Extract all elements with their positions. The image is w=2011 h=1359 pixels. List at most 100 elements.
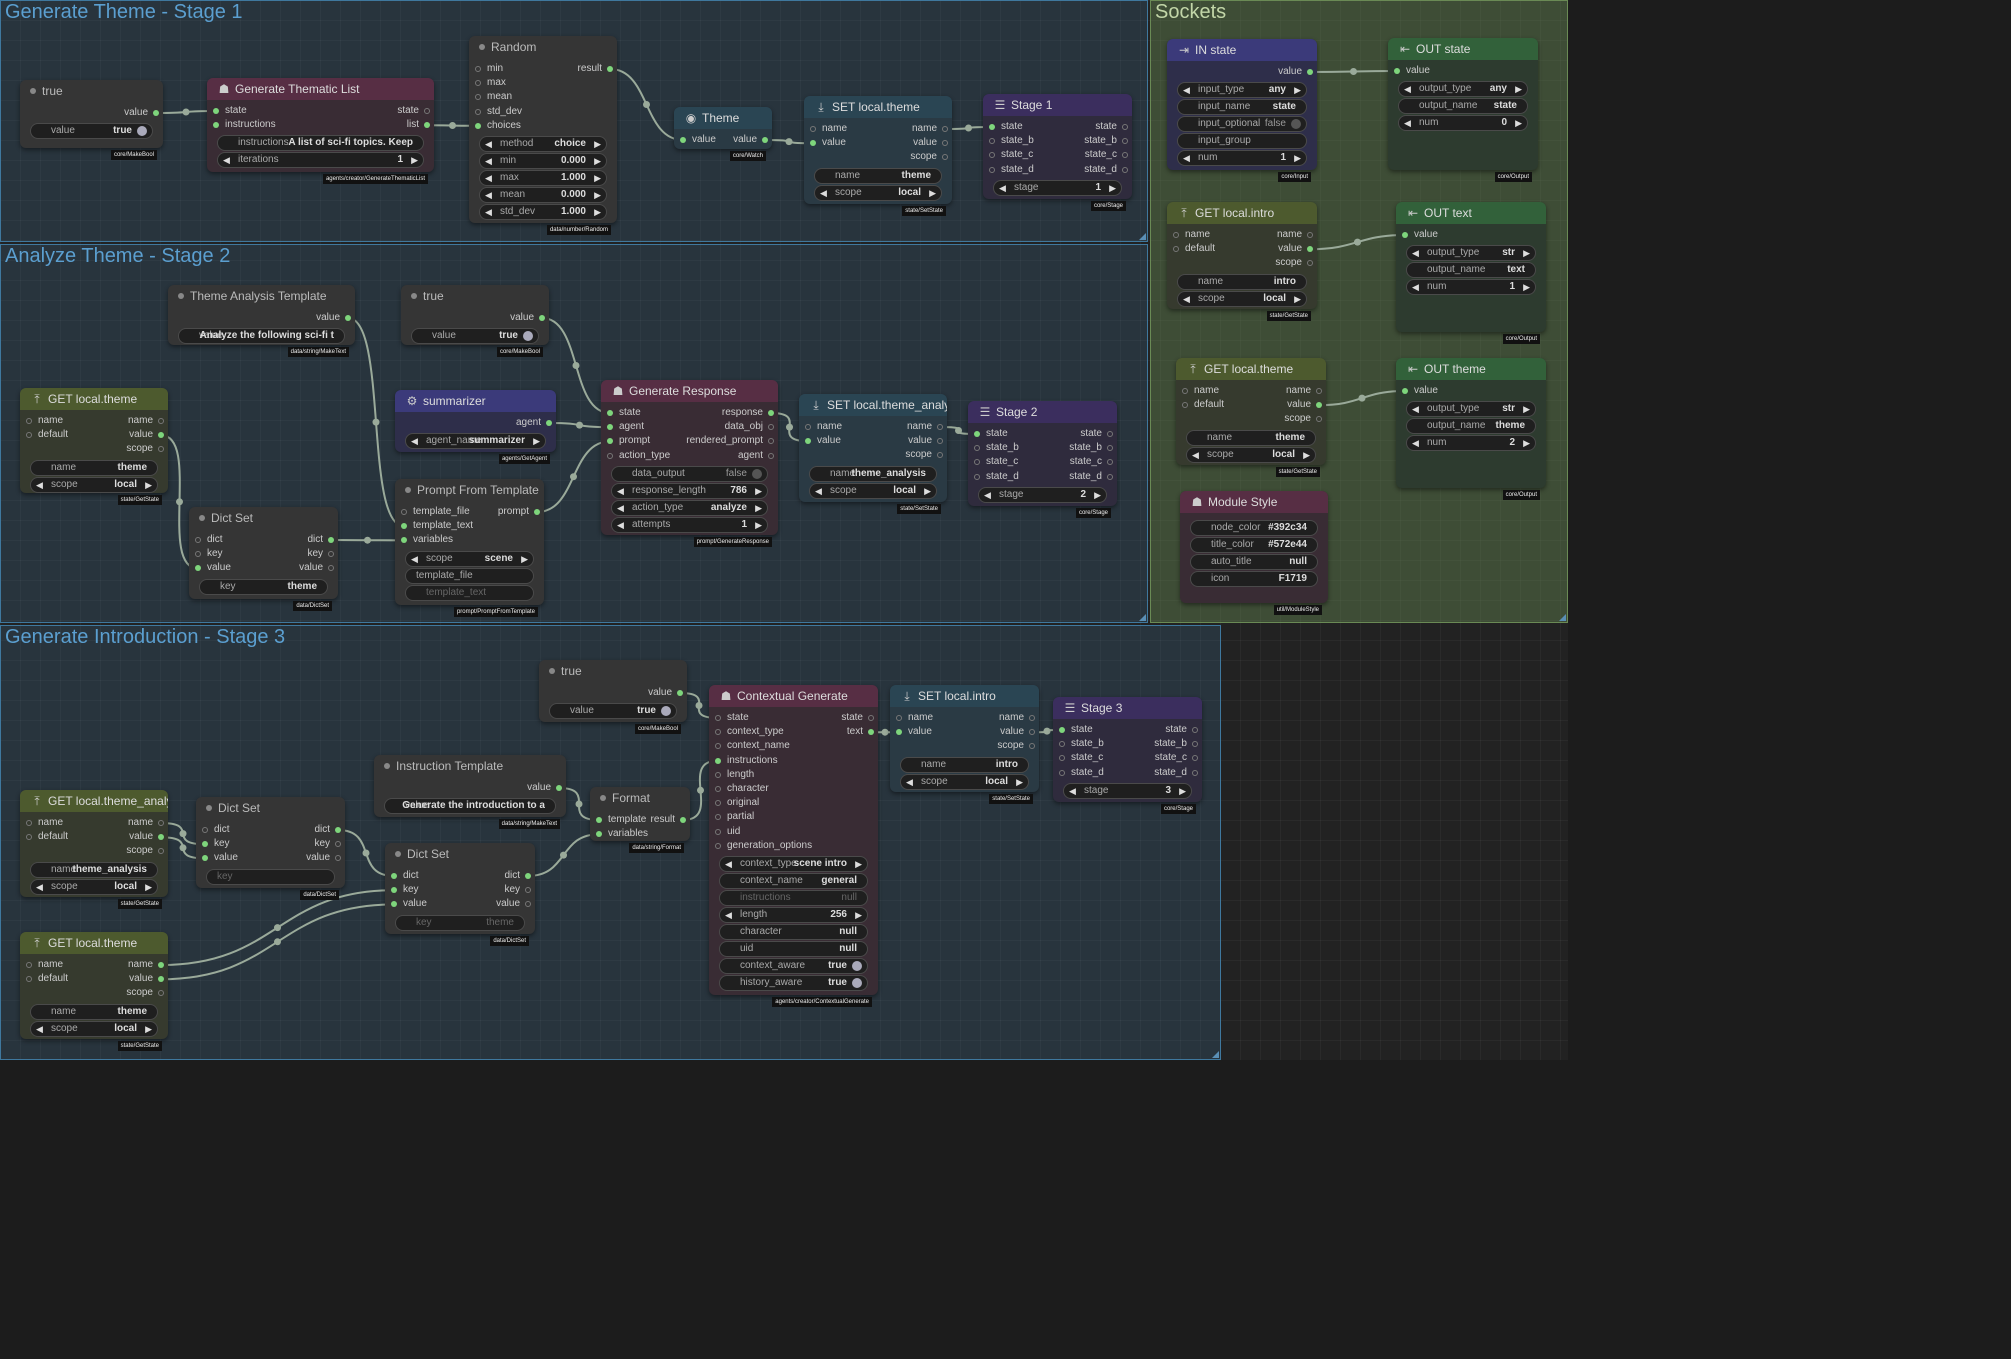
decrement-arrow-icon[interactable]: ◀ <box>485 139 492 149</box>
collapse-dot-icon[interactable] <box>405 487 411 493</box>
collapse-dot-icon[interactable] <box>600 795 606 801</box>
input-socket[interactable] <box>607 438 613 445</box>
wire-midpoint-handle[interactable] <box>965 124 972 132</box>
output-socket[interactable] <box>158 976 164 983</box>
collapse-dot-icon[interactable] <box>199 515 205 521</box>
input-socket[interactable] <box>475 108 481 115</box>
input-socket[interactable] <box>1173 232 1179 238</box>
increment-arrow-icon[interactable]: ▶ <box>1523 404 1530 415</box>
input-socket[interactable] <box>1182 402 1188 409</box>
increment-arrow-icon[interactable]: ▶ <box>594 156 601 166</box>
output-socket[interactable] <box>868 729 874 736</box>
node-title-bar[interactable]: ⤒GET local.theme <box>20 388 168 410</box>
output-socket[interactable] <box>1192 755 1198 762</box>
decrement-arrow-icon[interactable]: ◀ <box>906 776 913 787</box>
increment-arrow-icon[interactable]: ▶ <box>594 207 601 217</box>
group-title[interactable]: Analyze Theme - Stage 2 <box>5 245 231 267</box>
output-socket[interactable] <box>424 122 430 129</box>
increment-arrow-icon[interactable]: ▶ <box>1016 776 1023 787</box>
output-socket[interactable] <box>1192 727 1198 733</box>
toggle-knob-icon[interactable] <box>852 978 862 988</box>
node-title-bar[interactable]: Prompt From Template <box>395 479 544 501</box>
wire-midpoint-handle[interactable] <box>179 844 187 852</box>
input-socket[interactable] <box>715 715 721 721</box>
decrement-arrow-icon[interactable]: ◀ <box>485 173 492 183</box>
widget-title-color[interactable]: title_color#572e44 <box>1190 537 1318 553</box>
input-socket[interactable] <box>26 418 32 424</box>
input-socket[interactable] <box>401 523 407 530</box>
wire-midpoint-handle[interactable] <box>1358 394 1366 402</box>
collapse-dot-icon[interactable] <box>479 44 485 50</box>
wire-midpoint-handle[interactable] <box>362 849 370 857</box>
input-socket[interactable] <box>401 537 407 544</box>
node-title-bar[interactable]: Theme Analysis Template <box>168 285 355 307</box>
input-socket[interactable] <box>596 831 602 838</box>
input-socket[interactable] <box>989 124 995 130</box>
collapse-dot-icon[interactable] <box>395 851 401 857</box>
input-socket[interactable] <box>475 94 481 101</box>
input-socket[interactable] <box>715 842 721 849</box>
input-socket[interactable] <box>805 424 811 430</box>
input-socket[interactable] <box>715 757 721 764</box>
output-socket[interactable] <box>1192 741 1198 748</box>
wire-midpoint-handle[interactable] <box>785 138 793 146</box>
node-title-bar[interactable]: ⤓SET local.intro <box>890 685 1039 707</box>
output-socket[interactable] <box>534 509 540 515</box>
output-socket[interactable] <box>1192 769 1198 776</box>
output-socket[interactable] <box>158 446 164 453</box>
wire-midpoint-handle[interactable] <box>575 800 583 808</box>
widget-node-color[interactable]: node_color#392c34 <box>1190 520 1318 536</box>
node-title-bar[interactable]: ⤓SET local.theme <box>804 96 952 118</box>
increment-arrow-icon[interactable]: ▶ <box>521 553 528 564</box>
decrement-arrow-icon[interactable]: ◀ <box>725 859 732 869</box>
increment-arrow-icon[interactable]: ▶ <box>1294 293 1301 304</box>
wire-midpoint-handle[interactable] <box>560 851 567 859</box>
input-socket[interactable] <box>715 786 721 792</box>
input-socket[interactable] <box>195 551 201 558</box>
output-socket[interactable] <box>328 537 334 543</box>
increment-arrow-icon[interactable]: ▶ <box>145 881 152 892</box>
input-socket[interactable] <box>1182 388 1188 394</box>
wire-midpoint-handle[interactable] <box>576 421 583 429</box>
input-socket[interactable] <box>475 80 481 87</box>
decrement-arrow-icon[interactable]: ◀ <box>411 553 418 564</box>
increment-arrow-icon[interactable]: ▶ <box>924 485 931 496</box>
output-socket[interactable] <box>1107 473 1113 480</box>
input-socket[interactable] <box>401 509 407 515</box>
wire-midpoint-handle[interactable] <box>179 830 187 838</box>
input-socket[interactable] <box>810 126 816 132</box>
input-socket[interactable] <box>715 828 721 835</box>
decrement-arrow-icon[interactable]: ◀ <box>1412 248 1419 259</box>
input-socket[interactable] <box>989 166 995 173</box>
wire-midpoint-handle[interactable] <box>274 924 281 932</box>
increment-arrow-icon[interactable]: ▶ <box>855 859 862 869</box>
output-socket[interactable] <box>158 834 164 841</box>
output-socket[interactable] <box>768 410 774 416</box>
wire-midpoint-handle[interactable] <box>182 108 190 116</box>
increment-arrow-icon[interactable]: ▶ <box>1179 785 1186 796</box>
output-socket[interactable] <box>525 873 531 879</box>
input-socket[interactable] <box>391 873 397 879</box>
